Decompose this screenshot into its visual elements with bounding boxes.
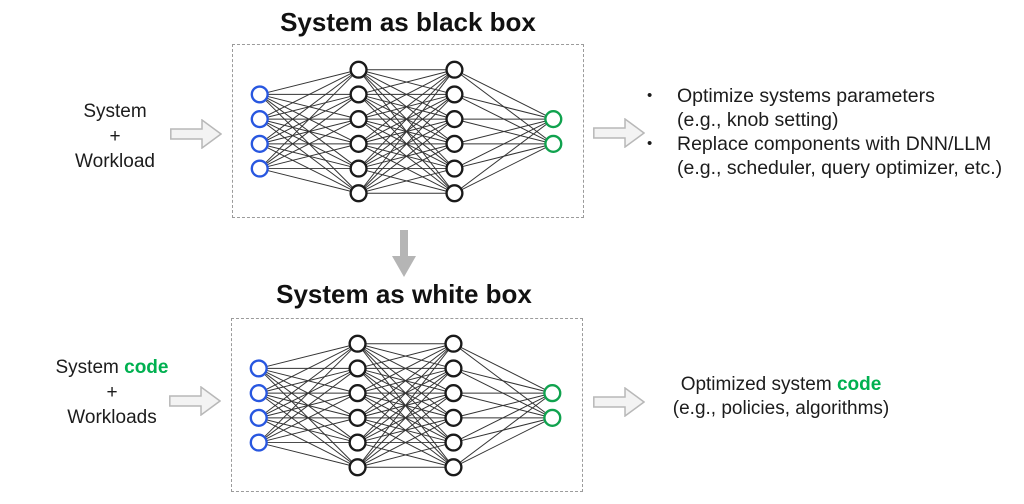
right-arrow-icon	[593, 387, 645, 417]
top-input-line1: System	[83, 101, 147, 122]
top-input-line2: +	[109, 126, 121, 147]
bullet-icon: •	[647, 87, 653, 104]
bullet1-line1: Optimize systems parameters	[677, 85, 935, 107]
right-arrow-icon	[593, 118, 645, 148]
list-item: • Optimize systems parameters (e.g., kno…	[642, 84, 1017, 132]
bottom-input-label: System code + Workloads	[28, 355, 196, 430]
bullet2-line1: Replace components with DNN/LLM	[677, 133, 992, 155]
bottom-output-line1-plain: Optimized system	[680, 374, 837, 395]
top-network-box	[232, 44, 584, 218]
bullet2-line2: (e.g., scheduler, query optimizer, etc.)	[677, 157, 1003, 179]
bottom-input-line3: Workloads	[67, 407, 157, 428]
bottom-output-line2: (e.g., policies, algorithms)	[672, 398, 890, 419]
bottom-output-code-highlight: code	[836, 374, 882, 395]
neural-network-diagram	[250, 60, 563, 203]
bottom-input-line2: +	[106, 382, 118, 403]
right-arrow-icon	[170, 119, 222, 149]
top-input-line3: Workload	[75, 151, 155, 172]
down-arrow-icon	[392, 230, 416, 277]
bottom-title: System as white box	[276, 279, 532, 309]
top-title: System as black box	[280, 7, 536, 37]
top-input-label: System + Workload	[35, 99, 195, 174]
bottom-output-label: Optimized system code (e.g., policies, a…	[636, 373, 926, 421]
neural-network-diagram	[249, 334, 562, 477]
top-output-list: • Optimize systems parameters (e.g., kno…	[642, 84, 1017, 180]
bullet1-line2: (e.g., knob setting)	[677, 109, 839, 131]
bottom-network-box	[231, 318, 583, 492]
right-arrow-icon	[169, 386, 221, 416]
bullet-icon: •	[647, 135, 653, 152]
bottom-input-code-highlight: code	[124, 357, 169, 378]
list-item: • Replace components with DNN/LLM (e.g.,…	[642, 132, 1017, 180]
bottom-input-line1-plain: System	[55, 357, 125, 378]
